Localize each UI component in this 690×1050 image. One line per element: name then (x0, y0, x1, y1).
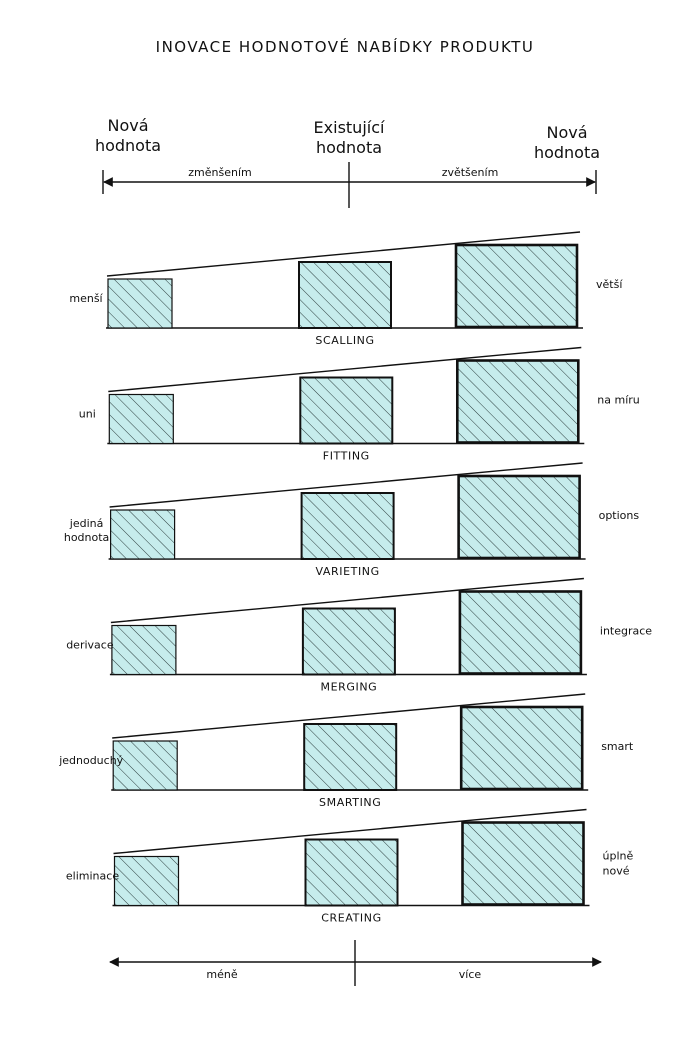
row-caption: SCALLING (315, 334, 374, 347)
row-right-label: options (599, 509, 640, 522)
row-box-small (107, 278, 173, 329)
row-caption: MERGING (320, 681, 377, 694)
row-left-label: uni (79, 408, 96, 421)
row-slope-line (112, 693, 586, 739)
row-slope-line (106, 231, 581, 277)
row-box-medium (300, 492, 395, 560)
row-left-label: jediná (69, 517, 104, 530)
row-box-small (112, 740, 178, 791)
row-right-label: větší (596, 278, 623, 291)
row-slope-line (113, 808, 587, 855)
row-caption: SMARTING (319, 796, 381, 809)
header-left-line1: Nová (107, 116, 148, 135)
bottom-arrow-right-label: více (459, 968, 482, 981)
header-right-line2: hodnota (534, 143, 600, 162)
header-center-line1: Existující (314, 118, 385, 137)
row-left-label: eliminace (66, 870, 119, 883)
row-box-large (461, 821, 585, 906)
row-box-small (111, 624, 177, 676)
row-box-large (458, 590, 583, 675)
row-box-medium (298, 261, 392, 329)
row-slope-line (110, 577, 584, 624)
top-arrow-right-label: zvětšením (442, 166, 499, 179)
page-title: INOVACE HODNOTOVÉ NABÍDKY PRODUKTU (156, 37, 535, 56)
row-left-label: derivace (66, 639, 114, 652)
row-box-medium (301, 607, 396, 676)
row-right-label: integrace (600, 625, 652, 638)
row-slope-line (109, 462, 583, 508)
row-left-label: jednoduchý (58, 754, 123, 767)
header-left-line2: hodnota (95, 136, 161, 155)
row-caption: VARIETING (315, 565, 379, 578)
row-right-label: úplně (603, 850, 634, 863)
row-slope-line (108, 346, 582, 393)
row-box-large (455, 359, 580, 444)
row-box-large (454, 243, 579, 329)
row-right-label: na míru (597, 394, 639, 407)
row-box-medium (303, 723, 398, 791)
row-box-small (113, 855, 180, 907)
row-box-medium (304, 838, 399, 907)
header-right-line1: Nová (546, 123, 587, 142)
row-caption: FITTING (323, 450, 370, 463)
header-center-line2: hodnota (316, 138, 382, 157)
row-right-label: smart (601, 740, 634, 753)
row-box-medium (299, 376, 394, 445)
row-right-label: nové (603, 865, 630, 878)
bottom-arrow-left-label: méně (206, 968, 237, 981)
row-caption: CREATING (321, 912, 381, 925)
top-arrow-left-label: změnšením (188, 166, 251, 179)
row-box-small (109, 509, 176, 560)
row-box-small (108, 393, 174, 445)
row-left-label: hodnota (64, 531, 109, 544)
row-box-large (457, 474, 581, 560)
row-box-large (459, 705, 584, 791)
row-left-label: menší (69, 292, 103, 305)
